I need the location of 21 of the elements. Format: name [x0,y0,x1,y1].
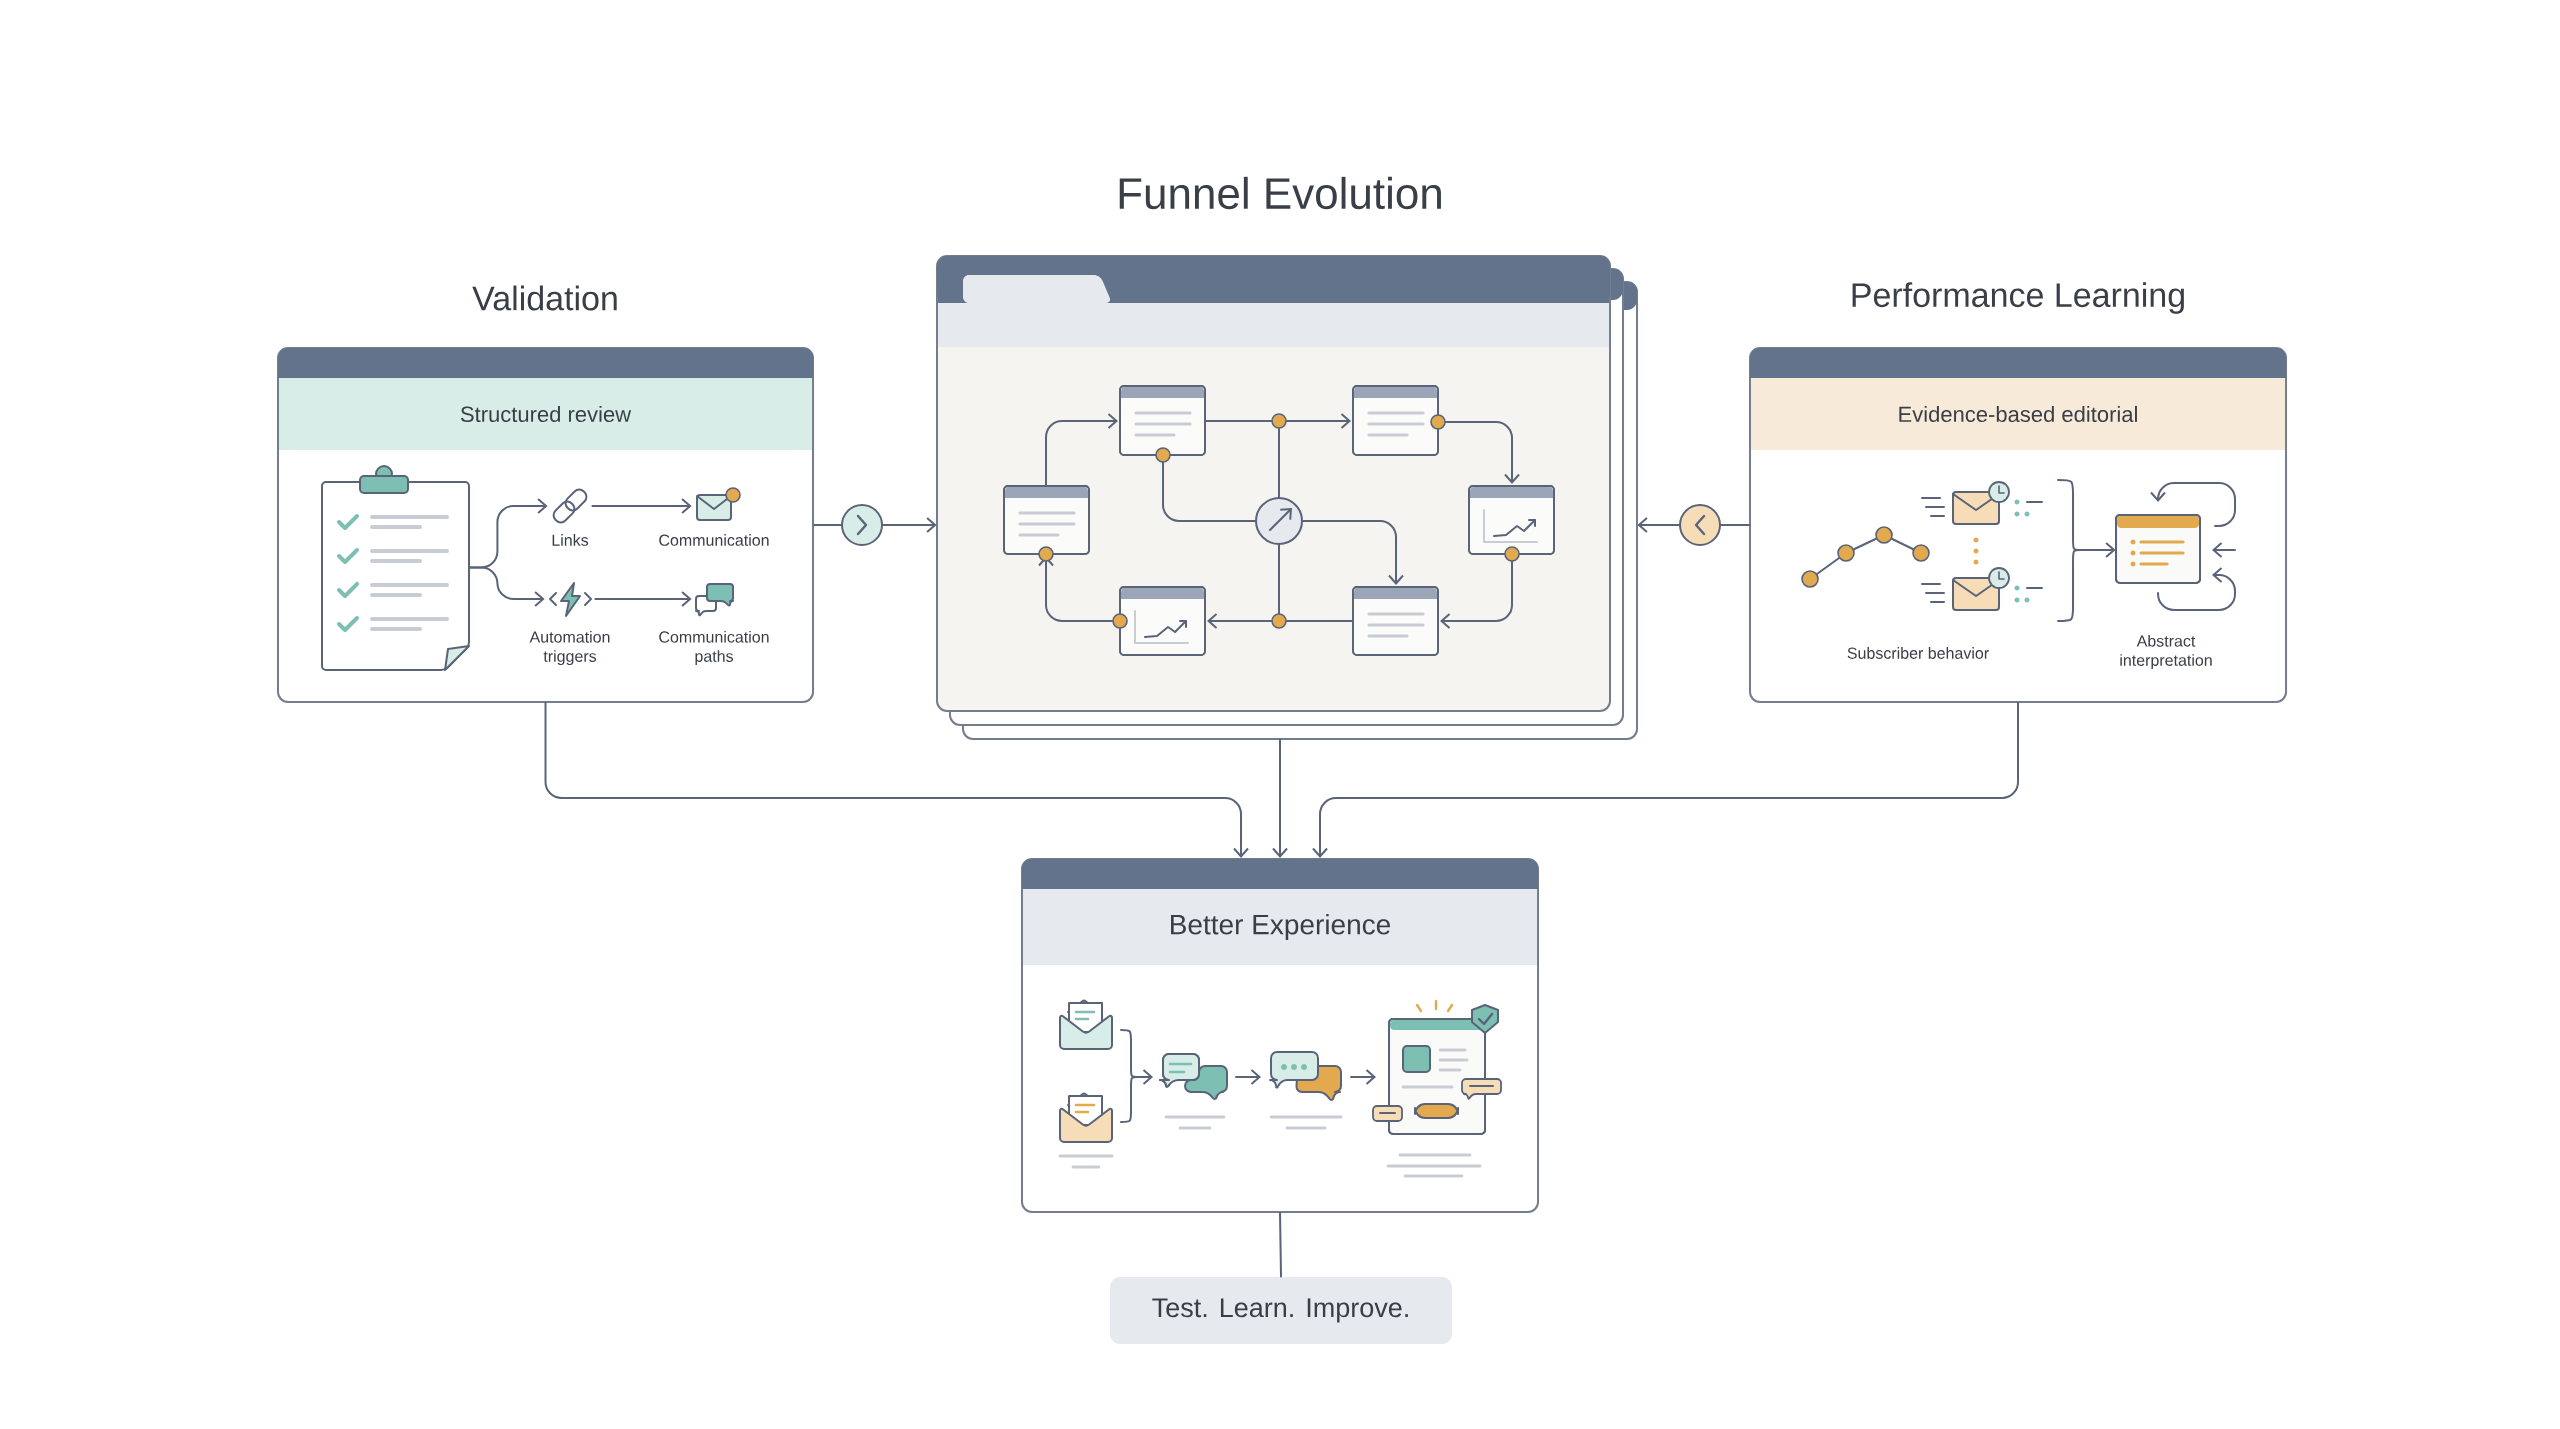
clipboard-drawing [321,465,470,671]
icon-label: Communication [659,534,769,546]
arrow [468,566,545,607]
icon-label: Abstract interpretation [2120,634,2212,670]
header-band: Evidence-based editorial [1751,378,2285,450]
header-band: Better Experience [1023,889,1537,965]
section-title: Funnel Evolution [1119,176,1441,210]
arrow [1272,738,1288,858]
icon-label: Subscriber behavior [1847,647,1989,659]
arrow [1312,702,2019,858]
icon-label: Automation triggers [529,630,610,666]
arrow [594,591,692,607]
arrow [2079,542,2116,558]
section-title: Performance Learning [1852,282,2184,314]
arrow [591,498,692,514]
section-title: Validation [472,285,617,311]
icon-label: Links [552,534,589,546]
icon-label: Communication paths [659,630,769,666]
header-band: Structured review [279,378,812,450]
arrow [544,702,1249,858]
motto-box: Test. Learn. Improve. [1110,1277,1452,1344]
